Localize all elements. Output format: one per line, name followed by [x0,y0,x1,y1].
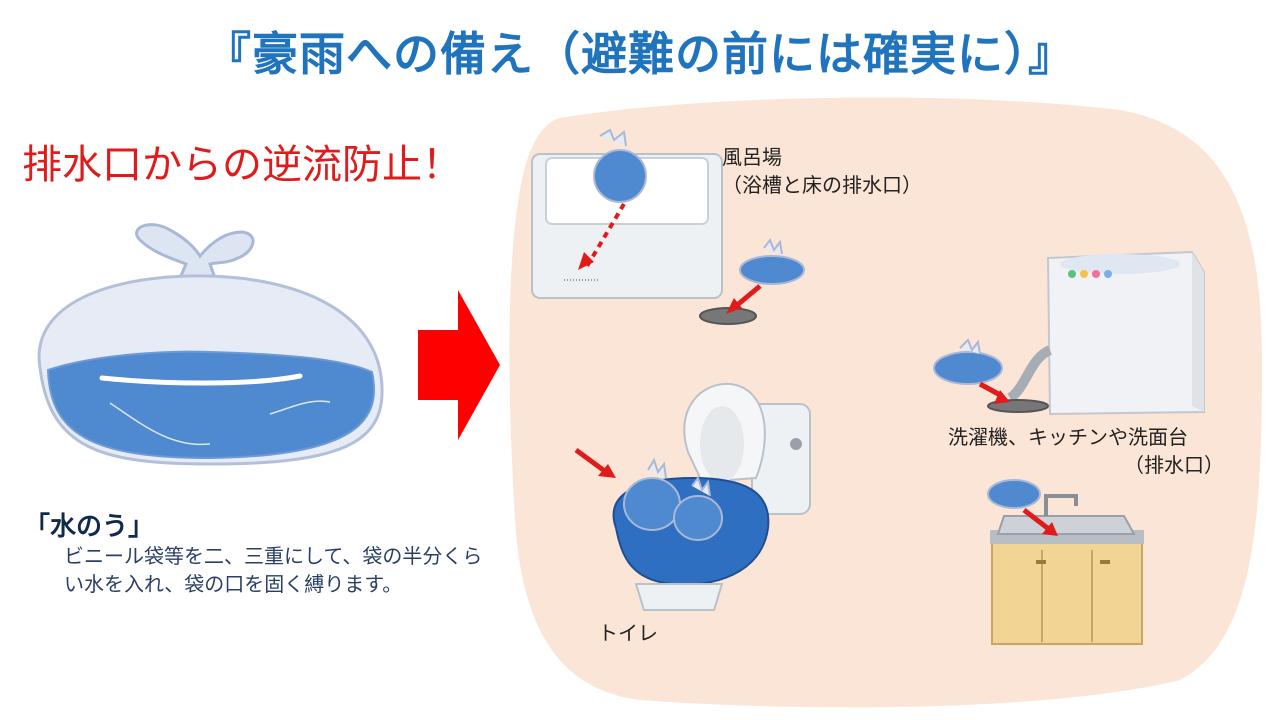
page-title: 『豪雨への備え（避難の前には確実に）』 [205,27,1075,81]
water-bag-description: ビニール袋等を二、三重にして、袋の半分くらい水を入れ、袋の口を固く縛ります。 [64,544,483,596]
kitchen-sink-illustration [987,479,1144,645]
washing-machine-illustration [933,250,1205,416]
big-right-arrow [418,290,500,440]
floor-drain-illustration [699,237,805,325]
bathtub-illustration [531,128,723,299]
water-bag-name: 「水のう」 [24,512,155,542]
bath-label-line2: （浴槽と床の排水口） [722,173,922,197]
headline: 排水口からの逆流防止！ [22,142,462,188]
toilet-label: トイレ [598,621,658,645]
washer-label-line2: （排水口） [1124,453,1224,477]
washer-label-line1: 洗濯機、キッチンや洗面台 [948,425,1188,449]
toilet-illustration [574,382,811,611]
bath-label-line1: 風呂場 [722,145,782,169]
water-bag-illustration [37,223,384,466]
